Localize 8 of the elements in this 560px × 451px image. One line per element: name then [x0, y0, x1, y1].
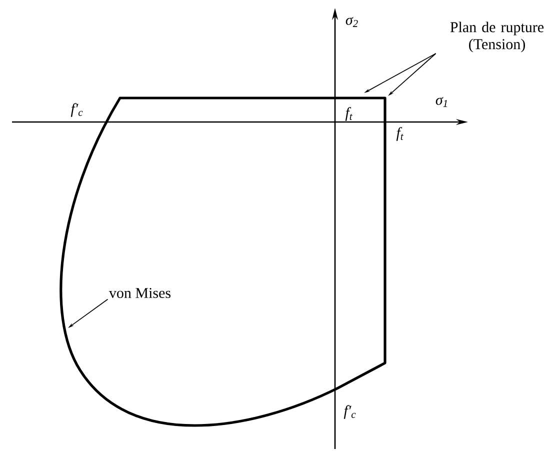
symbol-label: f$_{t}$	[345, 107, 352, 121]
leader-text: Plan de rupture (Tension)	[450, 22, 544, 52]
leader-text: von Mises	[108, 288, 170, 298]
symbol-label: σ$_{1}$	[436, 97, 447, 107]
symbol-label: σ$_{2}$	[346, 17, 358, 27]
symbol-label: f$_{t}$	[396, 127, 404, 141]
symbol-label: f′$_{c}$	[344, 405, 356, 419]
symbol-label: f′$_{c}$	[70, 103, 83, 117]
